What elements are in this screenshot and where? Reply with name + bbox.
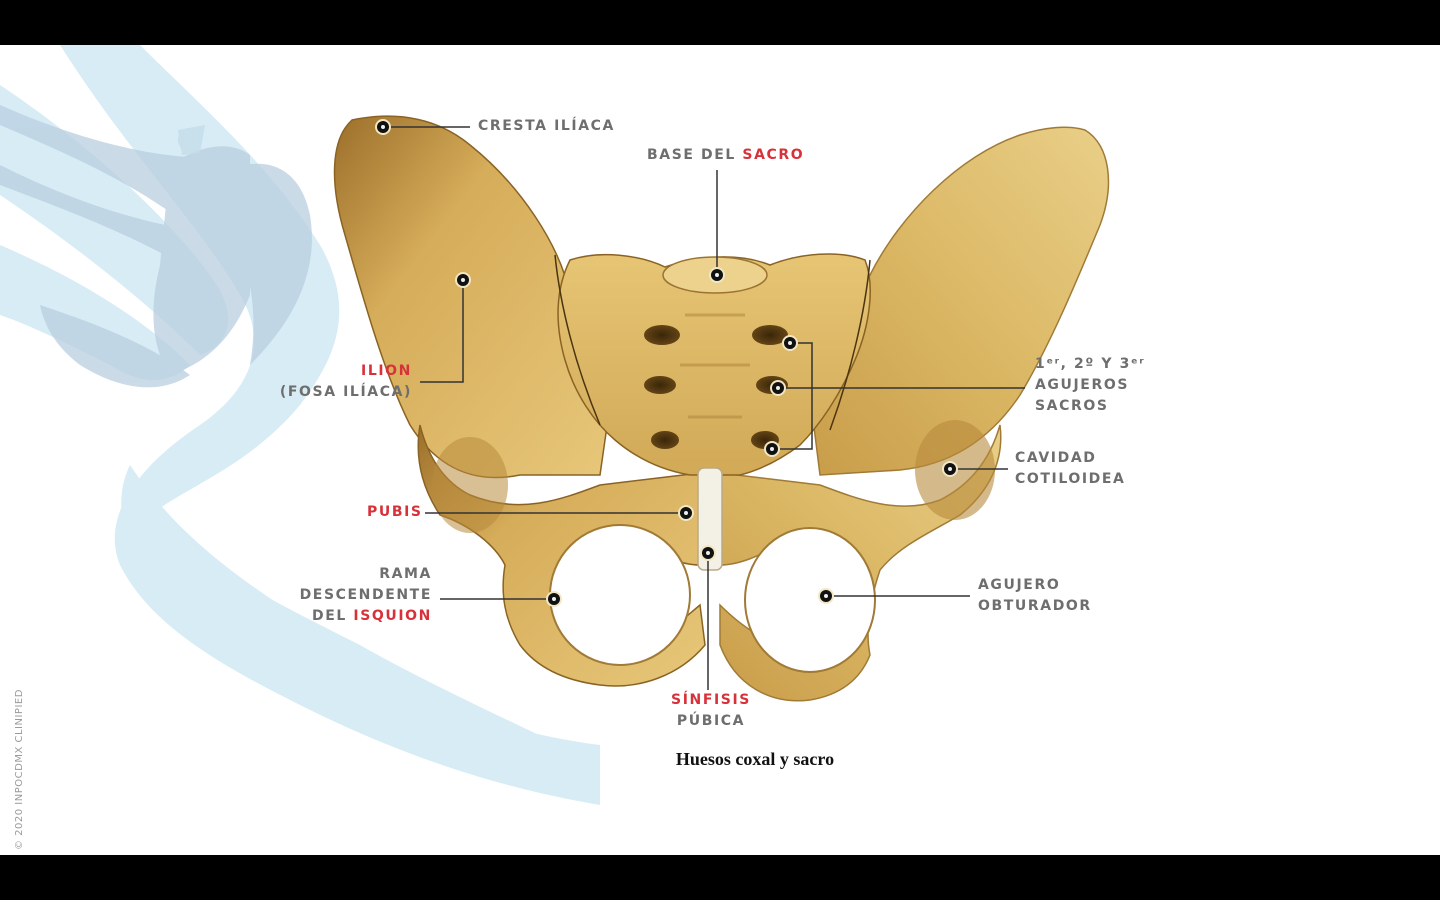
- label-cavidad-cotiloidea: CAVIDAD COTILOIDEA: [1015, 448, 1126, 490]
- left-ilium: [333, 115, 611, 479]
- label-ilion: ILION (FOSA ILÍACA): [270, 361, 412, 403]
- watermark-emblem: [0, 45, 600, 805]
- label-text: OBTURADOR: [978, 598, 1092, 614]
- label-text: CAVIDAD: [1015, 450, 1097, 466]
- callout-dot: [548, 593, 560, 605]
- figure-caption: Huesos coxal y sacro: [675, 749, 835, 769]
- label-rama-isquion: RAMA DESCENDENTE DEL ISQUION: [280, 564, 432, 627]
- callout-dot: [766, 443, 778, 455]
- label-pubis: PUBIS: [367, 502, 423, 523]
- label-text: SACROS: [1035, 398, 1109, 414]
- callout-dot: [820, 590, 832, 602]
- letterbox-bottom: [0, 855, 1440, 900]
- label-accent: ILION: [361, 363, 412, 379]
- callout-dot: [457, 274, 469, 286]
- label-text: 1ᵉʳ, 2º Y 3ᵉʳ: [1035, 356, 1146, 372]
- pelvis-illustration: [333, 115, 1110, 702]
- label-base-sacro: BASE DEL SACRO: [647, 145, 804, 166]
- left-obturator-foramen: [549, 524, 691, 666]
- label-text: DESCENDENTE: [299, 587, 432, 603]
- leader-lines: [383, 126, 1025, 690]
- callout-dot: [702, 547, 714, 559]
- callout-dot: [377, 121, 389, 133]
- callout-dot: [772, 382, 784, 394]
- label-text: CRESTA ILÍACA: [478, 118, 615, 134]
- callout-dot: [680, 507, 692, 519]
- label-accent: SÍNFISIS: [671, 692, 751, 708]
- label-text: (FOSA ILÍACA): [279, 384, 412, 400]
- label-agujero-obturador: AGUJERO OBTURADOR: [978, 575, 1092, 617]
- label-text: DEL: [312, 608, 354, 624]
- label-agujeros-sacros: 1ᵉʳ, 2º Y 3ᵉʳ AGUJEROS SACROS: [1035, 354, 1145, 417]
- label-accent: ISQUION: [353, 608, 432, 624]
- copyright-notice: © 2020 INPOCDMX CLINIPIED: [14, 689, 25, 850]
- label-text: AGUJEROS: [1035, 377, 1130, 393]
- callout-dot: [944, 463, 956, 475]
- slide: CRESTA ILÍACA BASE DEL SACRO ILION (FOSA…: [0, 45, 1440, 855]
- callout-dot: [784, 337, 796, 349]
- label-accent: PUBIS: [367, 504, 423, 520]
- right-obturator-foramen: [744, 527, 876, 673]
- label-text: BASE DEL: [647, 147, 743, 163]
- label-text: PÚBICA: [676, 713, 746, 729]
- letterbox-top: [0, 0, 1440, 45]
- label-sinfisis-pubica: SÍNFISIS PÚBICA: [648, 690, 774, 732]
- callout-dot: [711, 269, 723, 281]
- label-text: RAMA: [379, 566, 432, 582]
- label-accent: SACRO: [742, 147, 805, 163]
- label-text: COTILOIDEA: [1015, 471, 1126, 487]
- pubic-symphysis: [697, 467, 723, 571]
- label-text: AGUJERO: [978, 577, 1061, 593]
- label-cresta-iliaca: CRESTA ILÍACA: [478, 116, 615, 137]
